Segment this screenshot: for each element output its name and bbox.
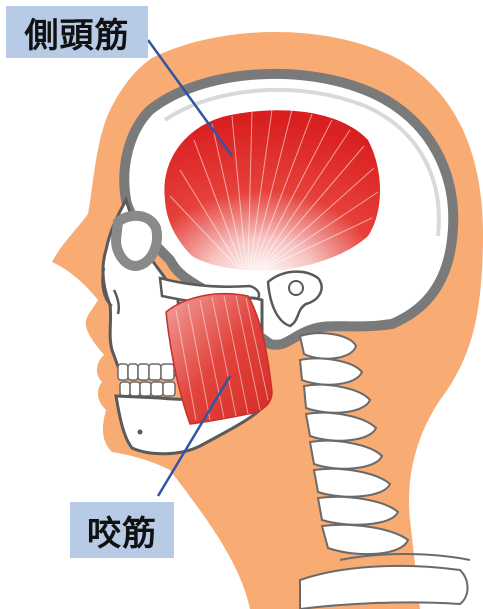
lower-teeth bbox=[120, 382, 175, 396]
clavicle bbox=[300, 566, 468, 609]
ear-canal bbox=[289, 281, 303, 295]
masseter-label: 咬筋 bbox=[70, 502, 174, 558]
temporalis-label: 側頭筋 bbox=[6, 6, 148, 58]
upper-teeth bbox=[118, 364, 174, 380]
eye-socket bbox=[116, 216, 157, 266]
mental-foramen bbox=[138, 430, 143, 435]
